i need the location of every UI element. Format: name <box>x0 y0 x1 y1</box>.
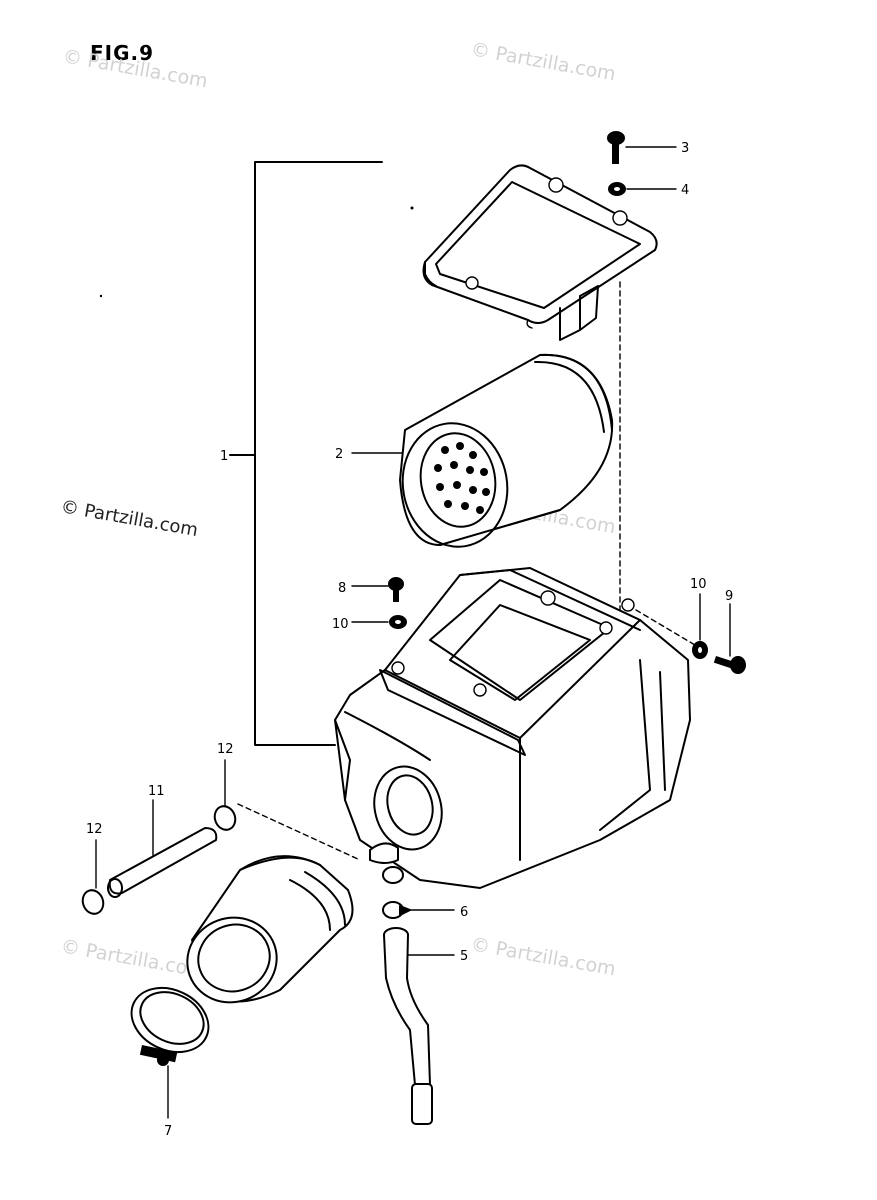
drain-clamp <box>382 901 411 919</box>
callout-6: 6 <box>460 905 468 920</box>
speck <box>99 294 103 298</box>
callout-12-right: 12 <box>217 742 234 757</box>
callout-10-left: 10 <box>332 617 349 632</box>
breather-hose <box>107 827 218 898</box>
guide-line-right <box>635 609 701 649</box>
case-washer-left <box>389 615 407 629</box>
cover-washer <box>608 182 626 196</box>
watermark-middle-left: © Partzilla.com <box>59 496 199 541</box>
callout-3: 3 <box>681 141 689 156</box>
case-washer-right <box>692 641 708 659</box>
hose-clamp-upper <box>213 805 237 831</box>
air-cleaner-case <box>334 567 691 889</box>
callout-7: 7 <box>164 1124 172 1139</box>
figure-title: FIG.9 <box>90 41 154 65</box>
speck <box>410 206 414 210</box>
callout-4: 4 <box>681 183 689 198</box>
callout-10-right: 10 <box>690 577 707 592</box>
case-screw-left <box>388 577 404 602</box>
callout-8: 8 <box>338 581 346 596</box>
callout-5: 5 <box>460 949 468 964</box>
intake-boot <box>186 855 354 1004</box>
air-filter-element <box>399 353 614 548</box>
callout-1: 1 <box>220 449 228 464</box>
funnel-clamp <box>130 986 210 1066</box>
drain-hose <box>383 927 433 1125</box>
watermark-bottom-left: © Partzilla.com <box>59 935 207 982</box>
callout-9: 9 <box>725 589 733 604</box>
cover-screw <box>607 131 625 164</box>
guide-line-hose <box>237 803 361 861</box>
watermark-top-right: © Partzilla.com <box>469 38 617 85</box>
air-cleaner-cover <box>422 164 658 341</box>
case-screw-right <box>713 656 746 674</box>
hose-clamp-lower <box>81 889 105 915</box>
callout-2: 2 <box>335 447 343 462</box>
assembly-bracket <box>229 161 383 746</box>
watermark-bottom-right: © Partzilla.com <box>469 933 617 980</box>
callout-11: 11 <box>148 784 165 799</box>
callout-12-left: 12 <box>86 822 103 837</box>
